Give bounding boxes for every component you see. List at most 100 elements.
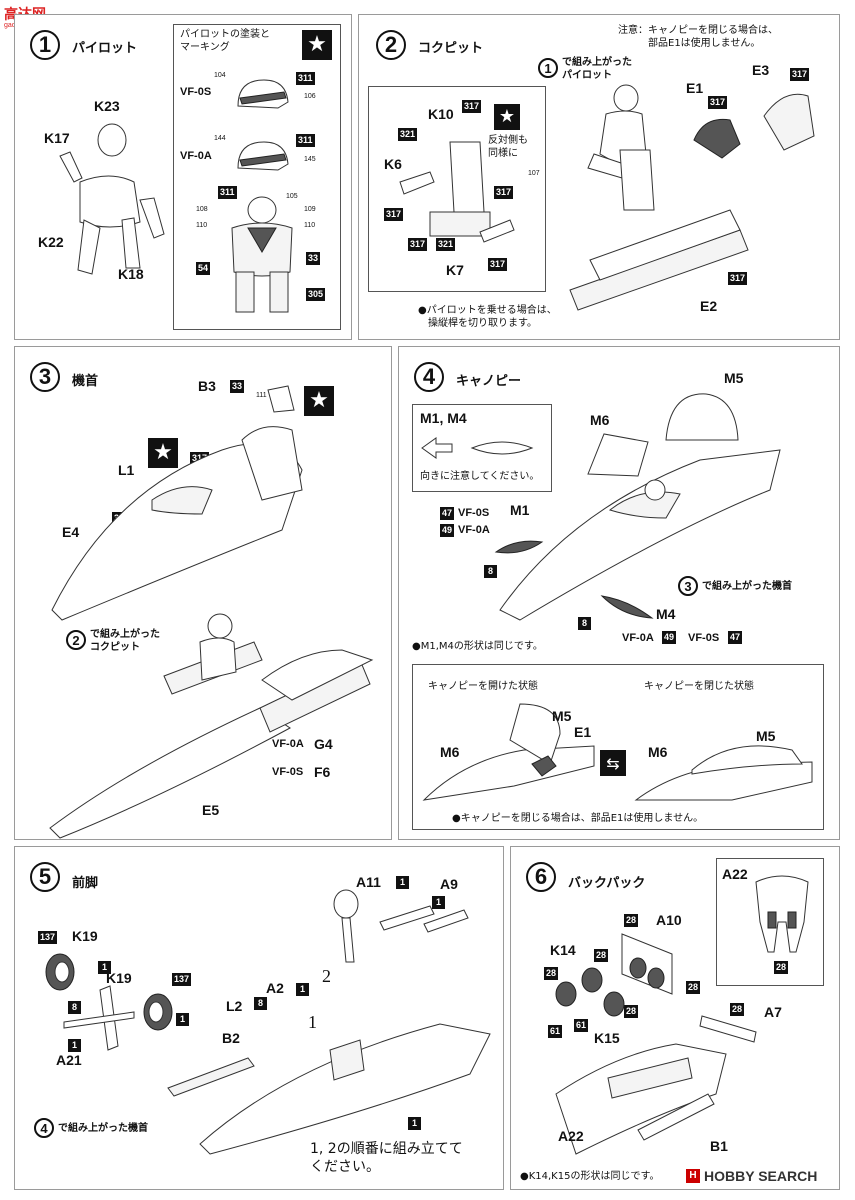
paint-code-317: 317	[708, 96, 728, 109]
part-label-m5: M5	[724, 370, 744, 386]
brand-logo: H HOBBY SEARCH	[686, 1168, 817, 1184]
paint-code-305: 305	[306, 288, 326, 301]
paint-code-317: 317	[790, 68, 810, 81]
variant-vf0s: VF-0S	[272, 766, 304, 778]
paint-code-33: 33	[230, 380, 245, 393]
canopy-note: 注意：キャノピーを閉じる場合は、 部品E1は使用しません。	[618, 25, 778, 49]
part-label-m6: M6	[440, 744, 460, 760]
panel-m4-icon	[600, 595, 654, 619]
step-1-title: パイロット	[72, 41, 138, 56]
nose-lower-drawing	[49, 649, 374, 839]
part-label-m5: M5	[756, 728, 776, 744]
decal-104: 104	[214, 72, 226, 79]
step-2-title: コクピット	[418, 41, 484, 56]
paint-code-1: 1	[396, 876, 409, 889]
canopy-closed-drawing	[634, 745, 813, 801]
part-label-l1: L1	[118, 462, 135, 478]
part-label-m1: M1	[510, 502, 530, 518]
helmet-vf0s-icon	[237, 79, 289, 109]
part-label-a22: A22	[558, 1128, 584, 1144]
paint-code-47: 47	[440, 507, 455, 520]
part-label-b2: B2	[222, 1030, 240, 1046]
paint-code-8: 8	[254, 997, 267, 1010]
paint-code-137: 137	[38, 931, 58, 944]
part-label-k6: K6	[384, 156, 402, 172]
same-shape-note: ●K14,K15の形状は同じです。	[520, 1171, 660, 1182]
paint-code-1: 1	[432, 896, 445, 909]
paint-code-28: 28	[624, 1005, 639, 1018]
helmet-vf0a-icon	[237, 141, 289, 171]
ref-step-3: 3	[678, 576, 698, 596]
star-icon: ★	[148, 438, 178, 468]
variant-vf0s: VF-0S	[688, 632, 720, 644]
variant-vf0a: VF-0A	[180, 150, 212, 162]
step-4-number: 4	[414, 362, 444, 392]
variant-vf0s: VF-0S	[180, 86, 212, 98]
fuselage-assembled-drawing	[499, 449, 781, 621]
part-label-e1: E1	[574, 724, 592, 740]
paint-code-311: 311	[296, 134, 315, 147]
pilot-paint-title: パイロットの塗装と マーキング	[180, 29, 270, 53]
part-label-e3: E3	[752, 62, 770, 78]
paint-code-28: 28	[774, 961, 789, 974]
variant-vf0a: VF-0A	[272, 738, 304, 750]
part-label-a21: A21	[56, 1052, 82, 1068]
part-label-e4: E4	[62, 524, 80, 540]
seat-drawing	[399, 141, 515, 243]
star-icon: ★	[302, 30, 332, 60]
part-label-e1: E1	[686, 80, 704, 96]
part-label-k10: K10	[428, 106, 454, 122]
step-mark-1: 1	[308, 1012, 317, 1032]
gear-doors-drawing	[333, 889, 469, 963]
paint-code-317: 317	[488, 258, 508, 271]
other-side-note: 反対側も 同様に	[488, 135, 528, 159]
nose-upper-drawing	[51, 426, 303, 621]
step-2-number: 2	[376, 30, 406, 60]
part-label-a11: A11	[356, 874, 381, 890]
paint-code-317: 317	[728, 272, 748, 285]
same-shape-note: ●M1,M4の形状は同じです。	[412, 641, 543, 652]
part-label-m6: M6	[590, 412, 610, 428]
canopy-open-drawing	[422, 703, 595, 801]
paint-code-317: 317	[462, 100, 482, 113]
decal-145: 145	[304, 156, 316, 163]
part-label-b3: B3	[198, 378, 216, 394]
part-label-a9: A9	[440, 876, 458, 892]
nose-underside-drawing	[167, 1023, 491, 1155]
paint-code-33: 33	[306, 252, 321, 265]
paint-code-317: 317	[408, 238, 428, 251]
decal-panel-icon	[267, 385, 295, 413]
decal-144: 144	[214, 135, 226, 142]
orientation-note: 向きに注意してください。	[420, 471, 540, 482]
ref-step-4: 4	[34, 1118, 54, 1138]
decal-105: 105	[286, 193, 298, 200]
canopy-frame-e1-drawing	[693, 118, 741, 159]
decal-111: 111	[256, 392, 267, 399]
part-label-k18: K18	[118, 266, 144, 282]
brand-mark-icon: H	[686, 1169, 700, 1183]
part-label-m6: M6	[648, 744, 668, 760]
part-label-k23: K23	[94, 98, 120, 114]
paint-code-8: 8	[578, 617, 591, 630]
variant-vf0s: VF-0S	[458, 507, 490, 519]
part-label-m5: M5	[552, 708, 572, 724]
part-label-b1: B1	[710, 1138, 728, 1154]
paint-code-317: 317	[384, 208, 404, 221]
part-label-l2: L2	[226, 998, 243, 1014]
paint-code-47: 47	[728, 631, 743, 644]
part-label-a22: A22	[722, 866, 748, 882]
star-icon: ★	[304, 386, 334, 416]
paint-code-1: 1	[98, 961, 111, 974]
paint-code-1: 1	[296, 983, 309, 996]
ref-step-1: 1	[538, 58, 558, 78]
pilot-drawing	[59, 123, 165, 275]
step-3-title: 機首	[72, 374, 99, 389]
orientation-box-parts: M1, M4	[420, 410, 467, 426]
part-label-m4: M4	[656, 606, 676, 622]
a7-grille-drawing	[699, 1015, 757, 1043]
brand-name: HOBBY SEARCH	[704, 1168, 818, 1184]
decal-109: 109	[304, 206, 316, 213]
ref-step-4-text: で組み上がった機首	[58, 1123, 148, 1134]
part-label-k14: K14	[550, 942, 576, 958]
paint-code-61: 61	[548, 1025, 563, 1038]
